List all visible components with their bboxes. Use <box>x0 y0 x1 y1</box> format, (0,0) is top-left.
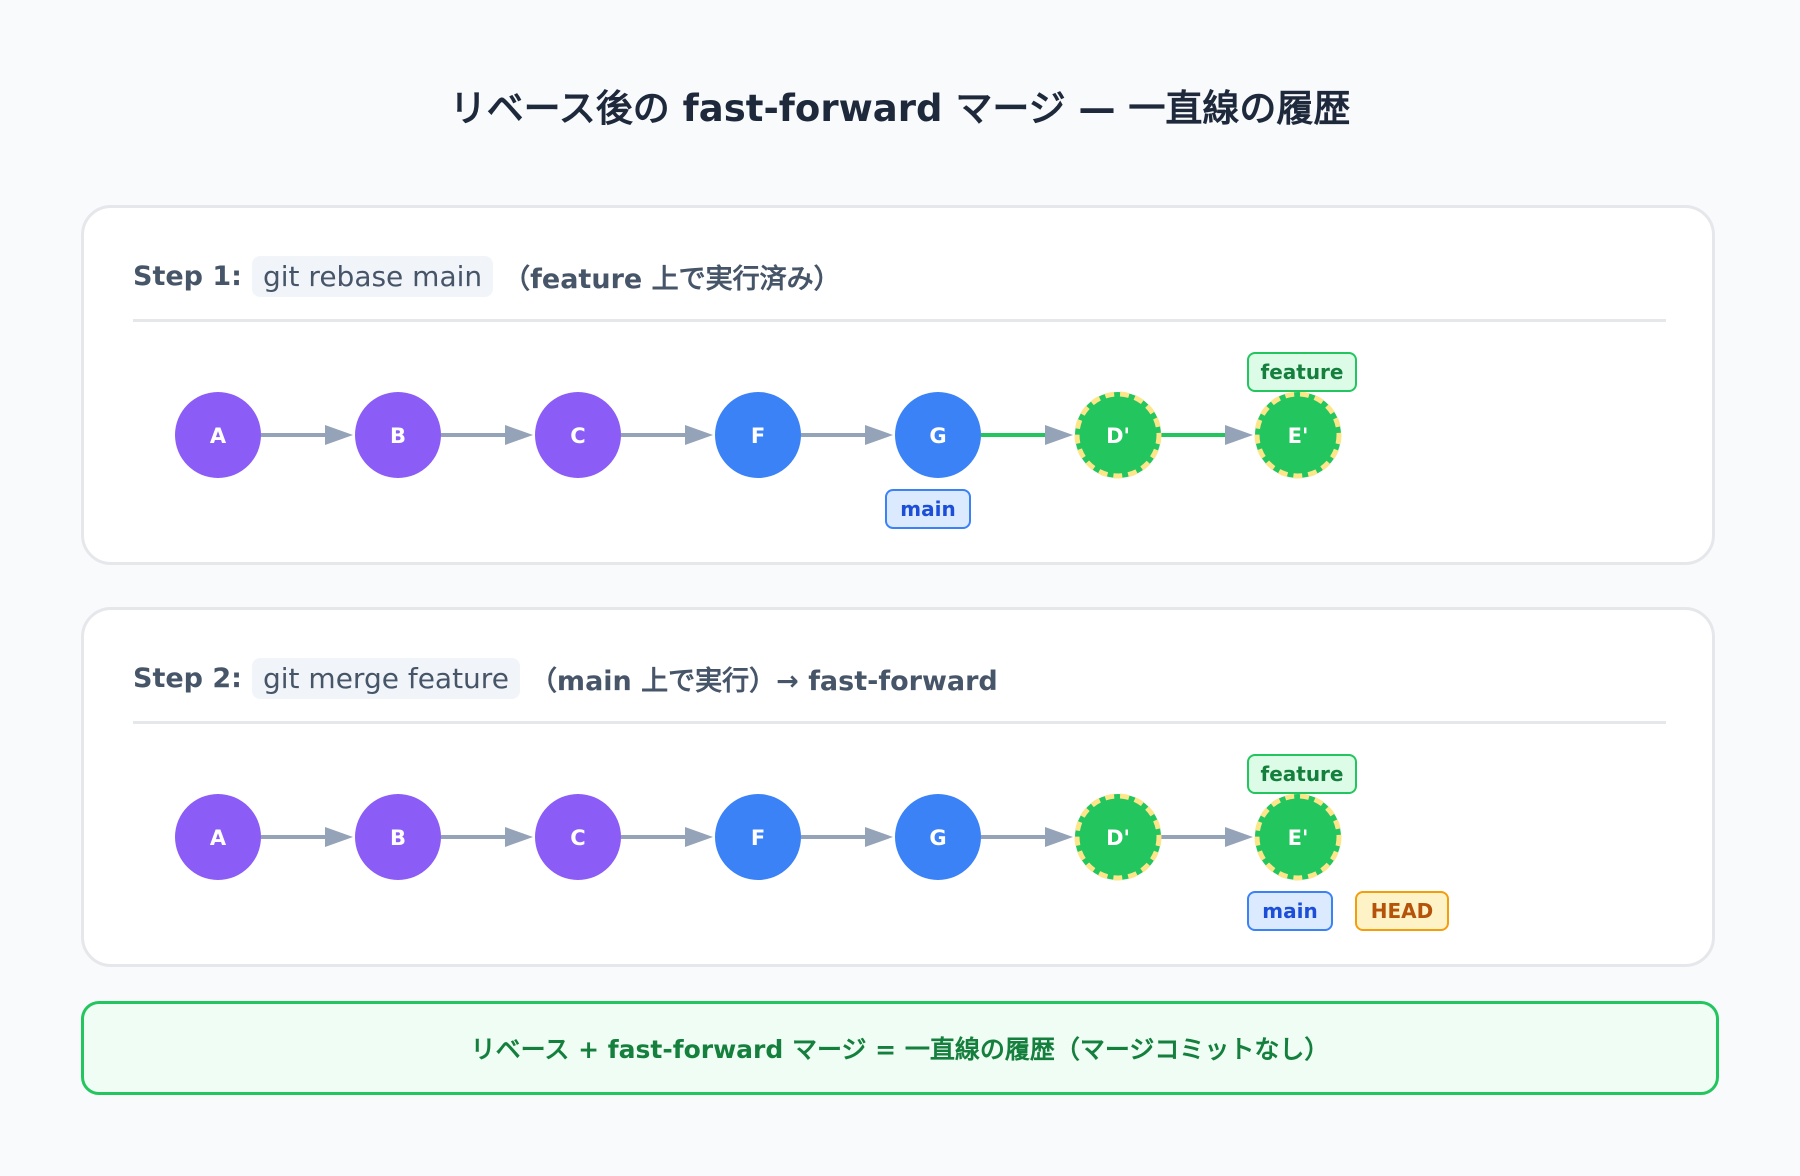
edge-C-to-F <box>621 827 713 847</box>
summary-banner: リベース + fast-forward マージ = 一直線の履歴（マージコミット… <box>81 1001 1719 1095</box>
commit-node-C: C <box>535 392 621 478</box>
commit-label: E' <box>1288 826 1309 850</box>
ref-badge-head: HEAD <box>1355 891 1449 931</box>
step-1-divider <box>133 319 1666 322</box>
step-1-commit-graph: A B C F G D' E' feature main <box>175 352 1357 529</box>
commit-node-Eprime: E' <box>1254 391 1342 479</box>
commit-label: A <box>210 826 227 850</box>
step-2-label: Step 2: <box>133 662 242 694</box>
commit-label: F <box>751 826 765 850</box>
edge-D'-to-E' <box>1161 425 1253 445</box>
ref-badge-feature: feature <box>1247 754 1357 794</box>
step-1-label: Step 1: <box>133 260 242 292</box>
commit-label: D' <box>1106 826 1130 850</box>
commit-node-Eprime: E' <box>1254 793 1342 881</box>
edge-A-to-B <box>261 827 353 847</box>
commit-node-B: B <box>355 392 441 478</box>
edge-F-to-G <box>801 827 893 847</box>
ref-badge-main: main <box>885 489 971 529</box>
edge-C-to-F <box>621 425 713 445</box>
edge-F-to-G <box>801 425 893 445</box>
commit-node-F: F <box>715 794 801 880</box>
ref-badge-label: feature <box>1261 762 1344 786</box>
step-1-command: git rebase main <box>251 255 494 297</box>
edge-G-to-D' <box>981 827 1073 847</box>
commit-label: C <box>570 826 585 850</box>
ref-badge-label: main <box>900 497 955 521</box>
commit-node-C: C <box>535 794 621 880</box>
commit-label: B <box>390 826 406 850</box>
step-2-header: Step 2: git merge feature （main 上で実行）→ f… <box>133 656 998 700</box>
step-2-panel: Step 2: git merge feature （main 上で実行）→ f… <box>81 607 1715 967</box>
edge-B-to-C <box>441 425 533 445</box>
step-1-header: Step 1: git rebase main （feature 上で実行済み） <box>133 254 841 298</box>
commit-label: C <box>570 424 585 448</box>
step-2-command: git merge feature <box>251 657 520 699</box>
step-1-panel: Step 1: git rebase main （feature 上で実行済み）… <box>81 205 1715 565</box>
edge-G-to-D' <box>981 425 1073 445</box>
step-1-description: （feature 上で実行済み） <box>503 263 841 295</box>
commit-label: F <box>751 424 765 448</box>
step-2-description: （main 上で実行）→ fast-forward <box>529 665 998 697</box>
commit-node-A: A <box>175 392 261 478</box>
commit-label: D' <box>1106 424 1130 448</box>
ref-badge-label: feature <box>1261 360 1344 384</box>
page-title: リベース後の fast-forward マージ — 一直線の履歴 <box>449 87 1351 130</box>
commit-node-G: G <box>895 392 981 478</box>
edge-A-to-B <box>261 425 353 445</box>
commit-node-F: F <box>715 392 801 478</box>
step-2-commit-graph: A B C F G D' E' feature main HEAD <box>175 754 1449 931</box>
commit-label: G <box>929 424 946 448</box>
commit-label: B <box>390 424 406 448</box>
ref-badge-main: main <box>1247 891 1333 931</box>
ref-badge-feature: feature <box>1247 352 1357 392</box>
edge-D'-to-E' <box>1161 827 1253 847</box>
commit-label: G <box>929 826 946 850</box>
commit-node-Dprime: D' <box>1074 793 1162 881</box>
commit-node-B: B <box>355 794 441 880</box>
commit-label: E' <box>1288 424 1309 448</box>
edge-B-to-C <box>441 827 533 847</box>
commit-node-A: A <box>175 794 261 880</box>
step-2-divider <box>133 721 1666 724</box>
commit-node-Dprime: D' <box>1074 391 1162 479</box>
commit-label: A <box>210 424 227 448</box>
ref-badge-label: main <box>1262 899 1317 923</box>
ref-badge-label: HEAD <box>1371 899 1433 923</box>
commit-node-G: G <box>895 794 981 880</box>
